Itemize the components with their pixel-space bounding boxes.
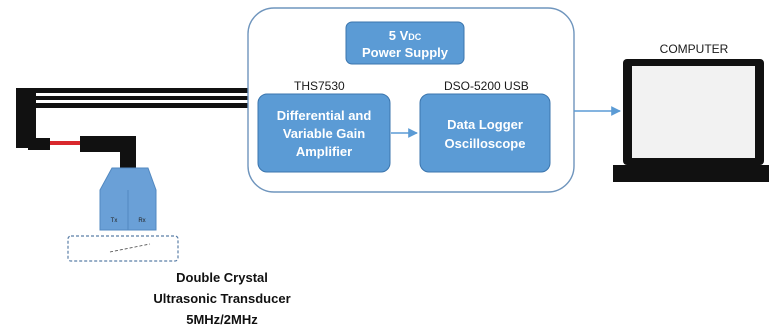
data-logger-tag: DSO-5200 USB bbox=[444, 79, 529, 93]
svg-text:5 VDC: 5 VDC bbox=[389, 28, 422, 43]
tx-label: Tx bbox=[111, 218, 118, 224]
power-supply-title: 5 V bbox=[389, 28, 409, 43]
rx-label: Rx bbox=[138, 218, 145, 224]
computer-label: COMPUTER bbox=[660, 42, 729, 56]
signal-cable bbox=[16, 88, 248, 170]
test-specimen-outline bbox=[67, 235, 179, 262]
amplifier-line2: Variable Gain bbox=[283, 126, 365, 141]
transducer-caption-line2: Ultrasonic Transducer bbox=[153, 291, 290, 306]
power-supply-title-sub: DC bbox=[408, 32, 421, 42]
amplifier-tag: THS7530 bbox=[294, 79, 345, 93]
laptop-icon bbox=[613, 59, 769, 182]
red-wire bbox=[50, 141, 88, 145]
data-logger-line1: Data Logger bbox=[447, 117, 523, 132]
transducer-caption-line3: 5MHz/2MHz bbox=[186, 312, 258, 327]
transducer-caption-line1: Double Crystal bbox=[176, 270, 268, 285]
power-supply-subtitle: Power Supply bbox=[362, 45, 449, 60]
amplifier-line3: Amplifier bbox=[296, 144, 352, 159]
data-logger-box: Data Logger Oscilloscope bbox=[419, 93, 551, 173]
ultrasonic-transducer: Tx Rx bbox=[67, 167, 179, 262]
power-supply-box: 5 VDC Power Supply bbox=[345, 21, 465, 65]
amplifier-box: Differential and Variable Gain Amplifier bbox=[257, 93, 391, 173]
amplifier-line1: Differential and bbox=[277, 108, 372, 123]
data-logger-line2: Oscilloscope bbox=[445, 136, 526, 151]
